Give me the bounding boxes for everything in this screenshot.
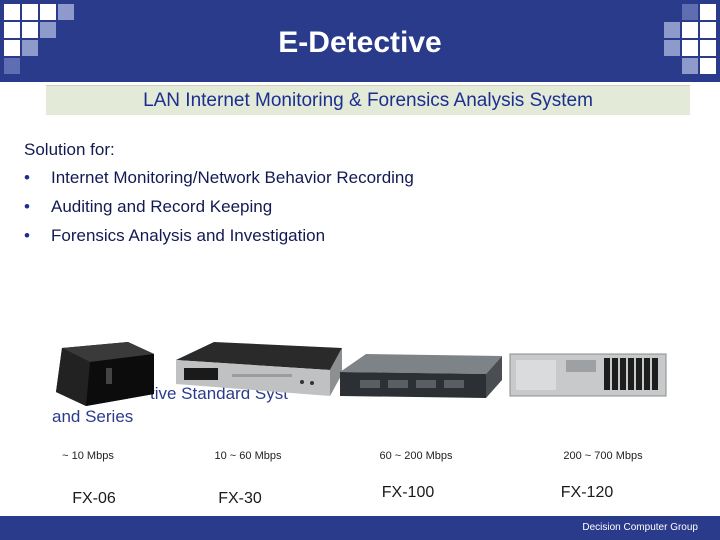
deco-square [700,40,716,56]
bullet-icon: • [24,197,30,216]
bullet-icon: • [24,168,30,187]
fx-100-device-image [340,354,502,398]
list-item: • Internet Monitoring/Network Behavior Re… [24,163,414,192]
fx-100-model: FX-100 [381,484,435,501]
solution-list: Solution for: • Internet Monitoring/Netwo… [24,136,414,250]
slide-title: E-Detective [278,26,442,59]
fx-30-device-image [176,342,342,396]
fx-100-speed: 60 ~ 200 Mbps [379,450,453,462]
deco-square [682,4,698,20]
footer-band: Decision Computer Group [0,516,720,540]
deco-square [40,4,56,20]
deco-square [22,22,38,38]
deco-square [4,40,20,56]
solution-heading: Solution for: [24,140,115,159]
deco-square [4,4,20,20]
company-name: Decision Computer Group [582,522,698,533]
deco-square [664,40,680,56]
deco-square [40,22,56,38]
list-item-text: Forensics Analysis and Investigation [51,226,326,245]
overlay-text-line2: and Series [52,407,134,426]
deco-square [700,4,716,20]
deco-square [682,40,698,56]
fx-120-model: FX-120 [560,484,614,501]
deco-square [664,22,680,38]
subtitle-bar: LAN Internet Monitoring & Forensics Anal… [46,85,690,115]
deco-square [58,4,74,20]
list-item: • Forensics Analysis and Investigation [24,221,414,250]
deco-square [682,22,698,38]
fx-30-model: FX-30 [218,490,262,507]
fx-06-device-image [56,342,154,406]
deco-square [4,58,20,74]
slide-subtitle: LAN Internet Monitoring & Forensics Anal… [143,90,593,111]
deco-square [22,4,38,20]
fx-06-speed: ~ 10 Mbps [62,450,114,462]
list-item-text: Internet Monitoring/Network Behavior Rec… [51,168,414,187]
list-item: • Auditing and Record Keeping [24,192,414,221]
fx-06-model: FX-06 [72,490,116,507]
deco-square [4,22,20,38]
list-item-text: Auditing and Record Keeping [51,197,273,216]
deco-square [22,40,38,56]
header-band: E-Detective [0,0,720,82]
bullet-icon: • [24,226,30,245]
deco-square [700,58,716,74]
fx-30-speed: 10 ~ 60 Mbps [214,450,282,462]
deco-square [700,22,716,38]
deco-square [682,58,698,74]
fx-120-speed: 200 ~ 700 Mbps [563,450,643,462]
fx-120-device-image [509,353,667,397]
